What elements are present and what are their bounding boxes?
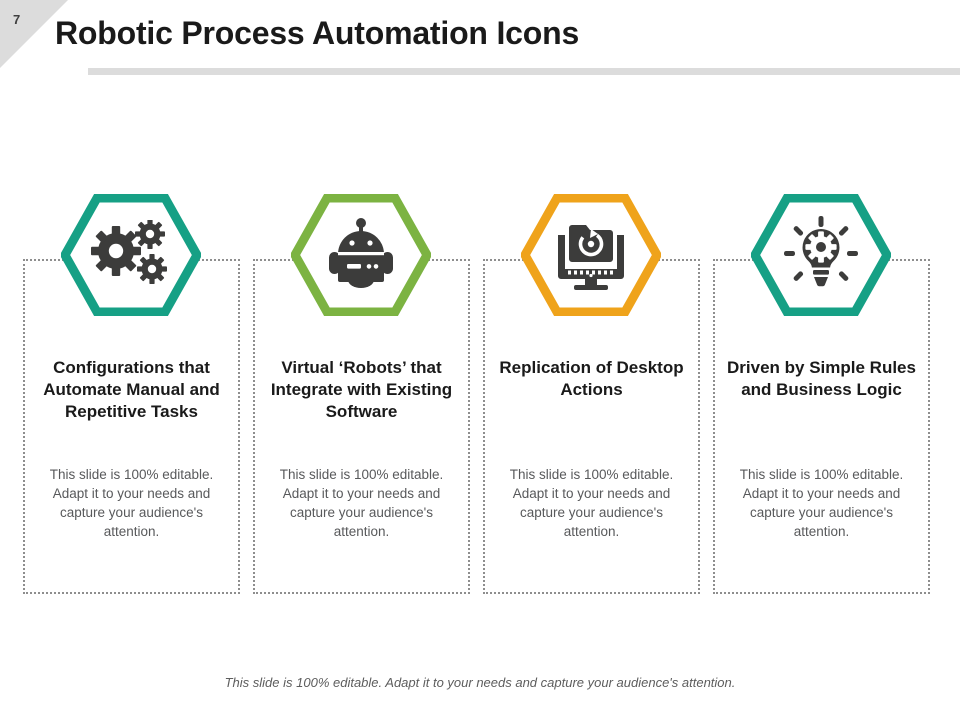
card-heading: Driven by Simple Rules and Business Logi…	[727, 358, 916, 399]
card-body-text: This slide is 100% editable. Adapt it to…	[49, 467, 214, 540]
hexagon-badge-3	[521, 194, 661, 316]
page-title: Robotic Process Automation Icons	[55, 15, 580, 51]
card-body-text: This slide is 100% editable. Adapt it to…	[509, 467, 674, 540]
hexagon-badge-1	[61, 194, 201, 316]
page-number: 7	[13, 12, 21, 27]
card-virtual-robots[interactable]: Virtual ‘Robots’ that Integrate with Exi…	[253, 259, 470, 594]
card-simple-rules[interactable]: Driven by Simple Rules and Business Logi…	[713, 259, 930, 594]
title-divider-rule	[88, 68, 960, 75]
card-heading: Replication of Desktop Actions	[499, 358, 684, 399]
hexagon-badge-4	[751, 194, 891, 316]
slide-header: 7 Robotic Process Automation Icons	[0, 0, 960, 80]
card-body-text: This slide is 100% editable. Adapt it to…	[739, 467, 904, 540]
desktop-folder-refresh-icon	[521, 194, 661, 316]
corner-wedge-decoration	[0, 0, 68, 68]
gears-icon	[61, 194, 201, 316]
footer-note: This slide is 100% editable. Adapt it to…	[224, 675, 736, 690]
robot-head-icon	[291, 194, 431, 316]
lightbulb-gear-icon	[751, 194, 891, 316]
card-heading: Configurations that Automate Manual and …	[43, 358, 220, 421]
card-configurations[interactable]: Configurations that Automate Manual and …	[23, 259, 240, 594]
card-heading: Virtual ‘Robots’ that Integrate with Exi…	[270, 358, 453, 421]
card-body-text: This slide is 100% editable. Adapt it to…	[279, 467, 444, 540]
card-replication-desktop[interactable]: Replication of Desktop Actions This slid…	[483, 259, 700, 594]
hexagon-badge-2	[291, 194, 431, 316]
